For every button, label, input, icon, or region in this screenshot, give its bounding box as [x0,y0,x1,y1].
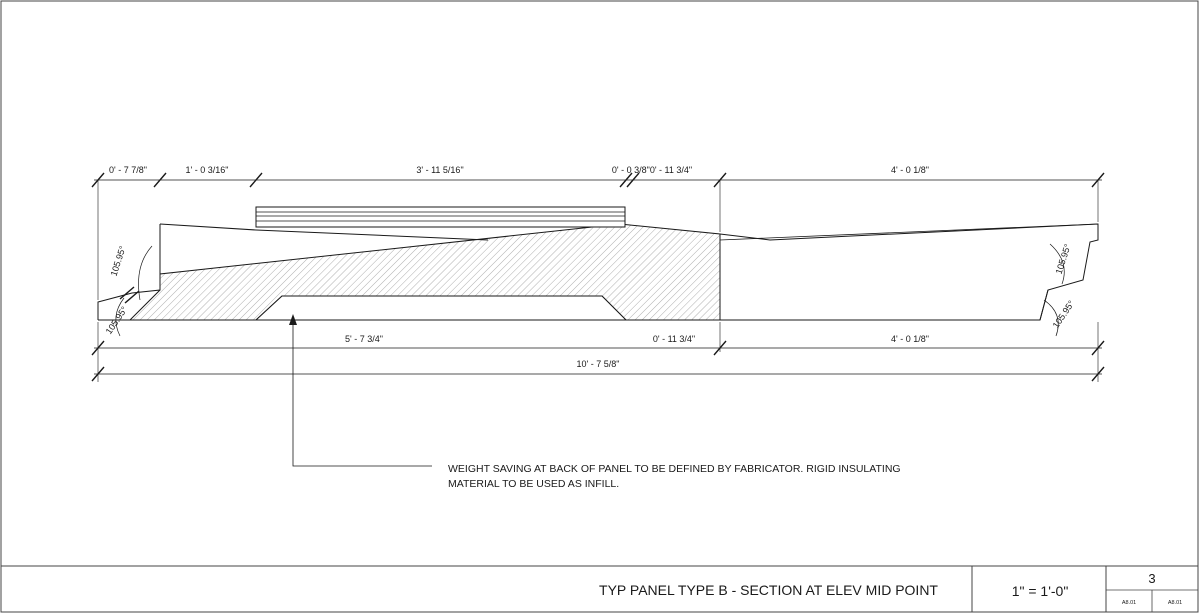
angle-right-lower: 105.95° [1051,298,1077,330]
angle-left-upper: 105.95° [109,244,128,277]
panel-right-edge [1039,224,1099,321]
panel-right-portion [719,223,1099,321]
panel-upper-face-left [159,223,489,241]
sheet-reference-2: A8.01 [1168,600,1182,606]
dim-bottom-seg1: 5' - 7 3/4" [345,334,383,344]
dim-top-seg2: 1' - 0 3/16" [186,165,229,175]
drawing-scale: 1" = 1'-0" [1012,583,1069,599]
dim-top-seg5: 4' - 0 1/8" [891,165,929,175]
dim-top-seg4: 0' - 0 3/8"0' - 11 3/4" [612,165,692,175]
bottom-dimension-string: 5' - 7 3/4" 0' - 11 3/4" 4' - 0 1/8" 10'… [91,322,1105,382]
dim-top-seg3: 3' - 11 5/16" [416,165,463,175]
note-line-2: MATERIAL TO BE USED AS INFILL. [448,478,619,490]
dim-bottom-seg3: 4' - 0 1/8" [891,334,929,344]
leader-note: WEIGHT SAVING AT BACK OF PANEL TO BE DEF… [289,314,901,490]
leader-arrowhead [289,314,297,325]
detail-number: 3 [1148,571,1155,586]
dim-bottom-seg2: 0' - 11 3/4" [653,334,695,344]
leader-line [292,318,432,467]
title-block: TYP PANEL TYPE B - SECTION AT ELEV MID P… [1,565,1198,612]
panel-right-crease [719,223,1099,241]
panel-top-cap [255,206,626,228]
top-dimension-string: 0' - 7 7/8" 1' - 0 3/16" 3' - 11 5/16" 0… [91,165,1105,300]
drawing-title: TYP PANEL TYPE B - SECTION AT ELEV MID P… [599,582,938,598]
panel-section [97,206,1099,321]
panel-left-edge [97,224,161,320]
weight-saving-void [254,295,628,321]
dim-top-seg1: 0' - 7 7/8" [109,165,147,175]
angle-right-upper: 105.95° [1054,242,1073,275]
dim-bottom-overall: 10' - 7 5/8" [577,359,620,369]
note-line-1: WEIGHT SAVING AT BACK OF PANEL TO BE DEF… [448,463,901,475]
sheet-reference-1: A8.01 [1122,600,1136,606]
